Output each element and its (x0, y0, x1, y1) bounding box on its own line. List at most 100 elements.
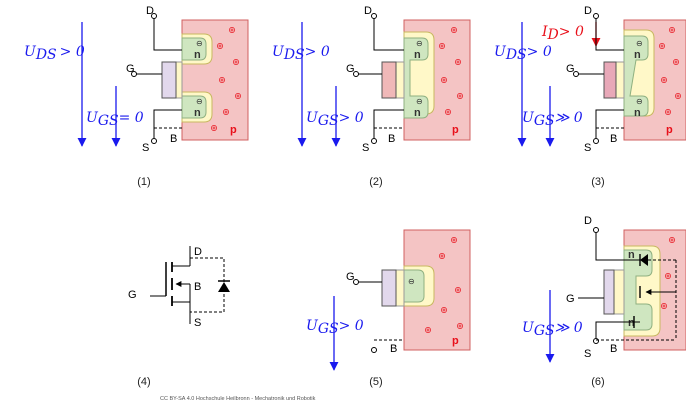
gate-terminal (573, 71, 579, 77)
bulk-label: B (194, 281, 201, 293)
bulk-label: B (388, 133, 395, 145)
gate-oxide (175, 61, 183, 99)
caption-6: (6) (591, 376, 605, 388)
drain-wire (595, 232, 640, 261)
source-label: S (194, 317, 201, 329)
drain-label: D (364, 5, 372, 17)
drain-wire (595, 18, 624, 51)
bulk-terminal (371, 347, 377, 353)
license-credit: CC BY-SA 4.0 Hochschule Heilbronn - Mech… (160, 396, 316, 402)
caption-5: (5) (369, 376, 383, 388)
drain-wire (153, 18, 182, 51)
drain-label: D (194, 246, 202, 258)
plus-charges (211, 27, 681, 333)
source-label: S (584, 348, 591, 360)
gate-oxide (395, 269, 405, 307)
gate-terminal (353, 279, 359, 285)
gate-terminal (353, 71, 359, 77)
n-label: n (634, 107, 641, 119)
caption-3: (3) (591, 176, 605, 188)
panel-6: UGS≫ 0 n n G D S B (522, 215, 686, 363)
drain-terminal (593, 13, 599, 19)
drain-label: D (146, 5, 154, 17)
minus-charge: ⊖ (636, 39, 643, 48)
n-label: n (194, 49, 201, 61)
source-label: S (142, 142, 149, 154)
drain-label: D (584, 215, 592, 227)
gate-oxide (395, 61, 405, 99)
drain-terminal (593, 227, 599, 233)
ugs-label: UGS= 0 (86, 110, 144, 129)
n-label: n (194, 107, 201, 119)
gate-label: G (346, 63, 355, 75)
source-label: S (584, 142, 591, 154)
gate-terminal (131, 71, 137, 77)
source-terminal (593, 138, 599, 144)
source-terminal (371, 138, 377, 144)
source-label: S (362, 142, 369, 154)
drain-label: D (584, 5, 592, 17)
n-channel (623, 249, 653, 331)
p-label: p (452, 124, 459, 136)
n-channel (623, 35, 649, 117)
minus-charge: ⊖ (408, 277, 415, 286)
bulk-label: B (170, 133, 177, 145)
gate-label: G (128, 289, 137, 301)
drain-terminal (151, 13, 157, 19)
p-label: p (452, 335, 459, 347)
ugs-label: UGS> 0 (306, 110, 364, 129)
drain-wire (373, 18, 404, 51)
source-terminal (593, 338, 599, 344)
minus-charge: ⊖ (196, 97, 203, 106)
n-label: n (628, 249, 635, 261)
gate-oxide (615, 61, 625, 99)
gate-electrode (381, 61, 397, 99)
minus-charge: ⊖ (416, 97, 423, 106)
minus-charge: ⊖ (636, 97, 643, 106)
drain-terminal (371, 13, 377, 19)
n-drain-region (181, 37, 207, 61)
id-label: ID> 0 (541, 24, 584, 43)
n-regions (403, 37, 429, 119)
uds-label: UDS> 0 (272, 44, 330, 63)
minus-charge: ⊖ (196, 39, 203, 48)
ugs-label: UGS≫ 0 (522, 320, 583, 339)
gate-electrode (603, 61, 617, 99)
gate-label: G (566, 63, 575, 75)
ugs-label: UGS> 0 (306, 318, 364, 337)
panel-3: UDS> 0 UGS≫ 0 ID> 0 n n ⊖ ⊖ p G D S B (494, 5, 686, 154)
body-diode-icon (218, 282, 230, 292)
panel-1: UDS> 0 UGS= 0 n n ⊖ ⊖ p G D S B (24, 5, 249, 154)
panel-4: G D B S (128, 246, 230, 329)
gate-electrode (603, 269, 615, 315)
source-wire (595, 109, 624, 138)
caption-2: (2) (369, 176, 383, 188)
source-wire (373, 109, 404, 138)
caption-1: (1) (137, 176, 151, 188)
gate-label: G (566, 293, 575, 305)
panel-5: UGS> 0 ⊖ p G B (306, 229, 471, 371)
minus-charge: ⊖ (416, 39, 423, 48)
n-label: n (634, 49, 641, 61)
gate-label: G (126, 63, 135, 75)
p-label: p (666, 124, 673, 136)
n-label: n (414, 49, 421, 61)
ugs-label: UGS≫ 0 (522, 110, 583, 129)
n-label: n (414, 107, 421, 119)
n-region (403, 269, 425, 303)
p-label: p (230, 124, 237, 136)
n-label: n (628, 317, 635, 329)
n-source-region (181, 95, 207, 119)
bulk-label: B (610, 133, 617, 145)
uds-label: UDS> 0 (24, 44, 85, 63)
source-wire (595, 321, 640, 338)
gate-label: G (346, 271, 355, 283)
source-wire (153, 109, 182, 138)
gate-oxide (613, 269, 625, 315)
uds-label: UDS> 0 (494, 44, 552, 63)
panel-2: UDS> 0 UGS> 0 n n ⊖ ⊖ p G D S B (272, 5, 471, 154)
caption-4: (4) (137, 376, 151, 388)
bulk-label: B (610, 343, 617, 355)
diode-icon (640, 254, 648, 266)
source-terminal (151, 138, 157, 144)
